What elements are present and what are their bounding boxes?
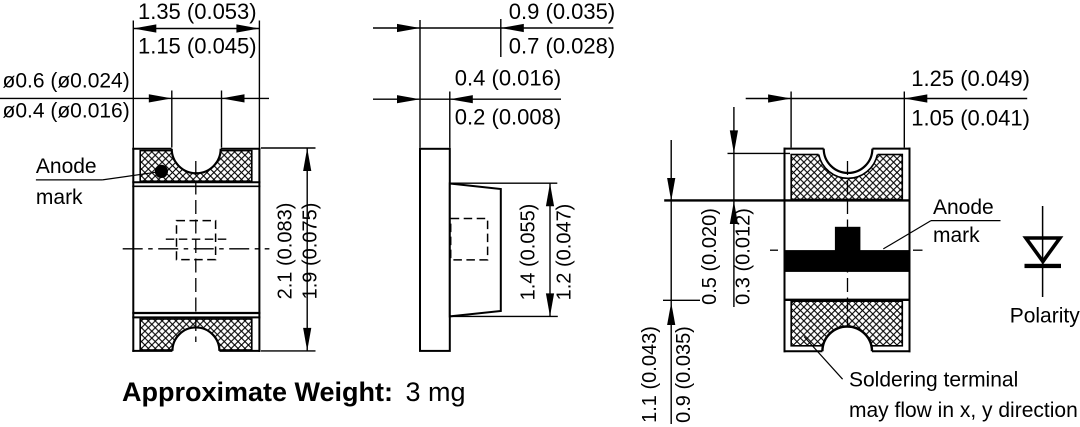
svg-text:1.05 (0.041): 1.05 (0.041) (911, 106, 1030, 131)
svg-text:Anode: Anode (36, 155, 97, 178)
svg-text:ø0.6 (ø0.024): ø0.6 (ø0.024) (3, 70, 130, 93)
svg-text:1.4 (0.055): 1.4 (0.055) (518, 204, 540, 301)
svg-text:0.9 (0.035): 0.9 (0.035) (673, 326, 695, 423)
svg-text:Anode: Anode (933, 196, 994, 219)
svg-text:0.3 (0.012): 0.3 (0.012) (732, 208, 754, 305)
svg-text:1.1 (0.043): 1.1 (0.043) (639, 326, 661, 423)
svg-text:0.2 (0.008): 0.2 (0.008) (455, 105, 561, 130)
svg-text:0.4 (0.016): 0.4 (0.016) (455, 66, 561, 91)
svg-text:Approximate Weight:: Approximate Weight: (122, 377, 393, 407)
svg-text:mark: mark (36, 186, 83, 209)
svg-text:0.7 (0.028): 0.7 (0.028) (509, 33, 615, 58)
svg-text:0.9 (0.035): 0.9 (0.035) (509, 0, 615, 24)
svg-text:1.35 (0.053): 1.35 (0.053) (138, 0, 257, 24)
svg-text:Soldering terminal: Soldering terminal (849, 369, 1018, 392)
svg-text:2.1 (0.083): 2.1 (0.083) (275, 203, 297, 300)
svg-text:mark: mark (933, 224, 980, 247)
svg-text:ø0.4 (ø0.016): ø0.4 (ø0.016) (3, 99, 130, 122)
svg-text:1.15 (0.045): 1.15 (0.045) (138, 33, 257, 58)
svg-text:0.5 (0.020): 0.5 (0.020) (699, 208, 721, 305)
svg-text:1.9 (0.075): 1.9 (0.075) (299, 203, 321, 300)
svg-text:1.25 (0.049): 1.25 (0.049) (911, 66, 1030, 91)
svg-text:3 mg: 3 mg (406, 377, 466, 407)
svg-text:1.2 (0.047): 1.2 (0.047) (554, 204, 576, 301)
svg-text:Polarity: Polarity (1010, 305, 1080, 328)
svg-text:may flow in x, y direction: may flow in x, y direction (849, 399, 1078, 422)
